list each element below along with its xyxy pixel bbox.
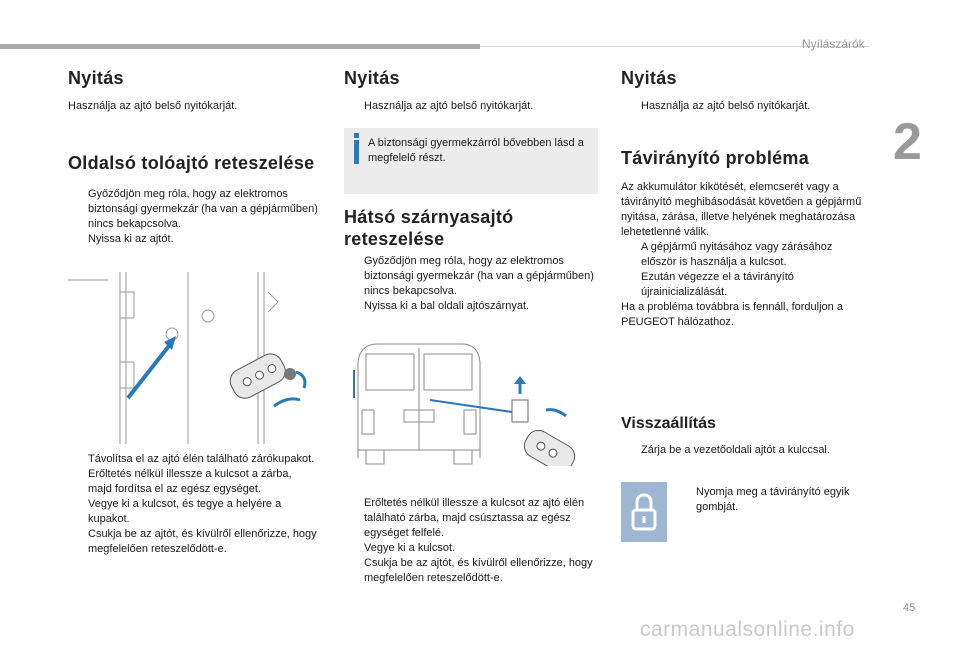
info-text: A biztonsági gyermekzárról bővebben lásd… [368, 137, 584, 164]
list-item: Csukja be az ajtót, és kívülről ellenőri… [88, 528, 317, 555]
heading-opening: Nyitás [621, 68, 677, 88]
rear-door-lock-illustration [353, 343, 576, 466]
list-item: Erőltetés nélkül illessze a kulcsot az a… [364, 497, 585, 539]
header-line [480, 46, 870, 47]
watermark: carmanualsonline.info [640, 618, 855, 641]
list-item: Vegye ki a kulcsot. [364, 542, 456, 554]
list-item: Használja az ajtó belső nyitókarját. [364, 100, 534, 112]
list-item: Győződjön meg róla, hogy az elektromos b… [88, 188, 318, 230]
header-bar [0, 44, 480, 49]
sliding-door-lock-illustration [68, 272, 307, 444]
paragraph: Ha a probléma továbbra is fennáll, fordu… [621, 301, 843, 328]
list-item: Erőltetés nélkül illessze a kulcsot a zá… [88, 468, 292, 495]
bullet-list: Használja az ajtó belső nyitókarját. [344, 99, 598, 114]
bullet-list: Távolítsa el az ajtó élén található záró… [68, 452, 318, 557]
info-icon [354, 133, 359, 138]
bullet-list: Győződjön meg róla, hogy az elektromos b… [344, 254, 594, 314]
chapter-number: 2 [893, 113, 922, 171]
heading-opening: Nyitás [68, 68, 124, 88]
list-item: Nyissa ki az ajtót. [88, 233, 174, 245]
bullet-list: Győződjön meg róla, hogy az elektromos b… [68, 187, 318, 247]
heading-sliding-door-lock: Oldalsó tolóajtó reteszelése [68, 153, 315, 173]
info-box: A biztonsági gyermekzárról bővebben lásd… [344, 128, 598, 194]
lock-pictogram [621, 482, 667, 542]
bullet-list: Zárja be a vezetőoldali ajtót a kulccsal… [621, 443, 871, 458]
column-1: Nyitás [68, 68, 328, 89]
list-item: Használja az ajtó belső nyitókarját. [641, 100, 811, 112]
list-item: Győződjön meg róla, hogy az elektromos b… [364, 255, 594, 297]
bullet-list: Használja az ajtó belső nyitókarját. [621, 99, 871, 114]
list-item: Zárja be a vezetőoldali ajtót a kulccsal… [641, 444, 830, 456]
list-item: Távolítsa el az ajtó élén található záró… [88, 453, 315, 465]
list-item: A gépjármű nyitásához vagy zárásához elő… [641, 241, 833, 268]
list-item: Nyissa ki a bal oldali ajtószárnyat. [364, 300, 530, 312]
paragraph: Használja az ajtó belső nyitókarját. [68, 100, 238, 112]
section-title: Nyílászárók [802, 37, 865, 51]
heading-reset: Visszaállítás [621, 415, 716, 432]
list-item: Nyomja meg a távirányító egyik gombját. [696, 486, 850, 513]
list-item: Csukja be az ajtót, és kívülről ellenőri… [364, 557, 593, 584]
page-number: 45 [903, 602, 916, 614]
heading-opening: Nyitás [344, 68, 400, 88]
info-icon-bar [354, 140, 359, 164]
paragraph: Az akkumulátor kikötését, elemcserét vag… [621, 181, 862, 238]
bullet-list: Erőltetés nélkül illessze a kulcsot az a… [344, 496, 594, 586]
remote-problem-text: Az akkumulátor kikötését, elemcserét vag… [621, 180, 869, 330]
heading-rear-door-lock: Hátsó szárnyasajtó reteszelése [344, 207, 514, 249]
list-item: Ezután végezze el a távirányító újrainic… [641, 271, 794, 298]
heading-remote-problem: Távirányító probléma [621, 148, 810, 168]
list-item: Vegye ki a kulcsot, és tegye a helyére a… [88, 498, 282, 525]
lock-icon [631, 493, 657, 531]
bullet-list: Nyomja meg a távirányító egyik gombját. [676, 485, 866, 515]
